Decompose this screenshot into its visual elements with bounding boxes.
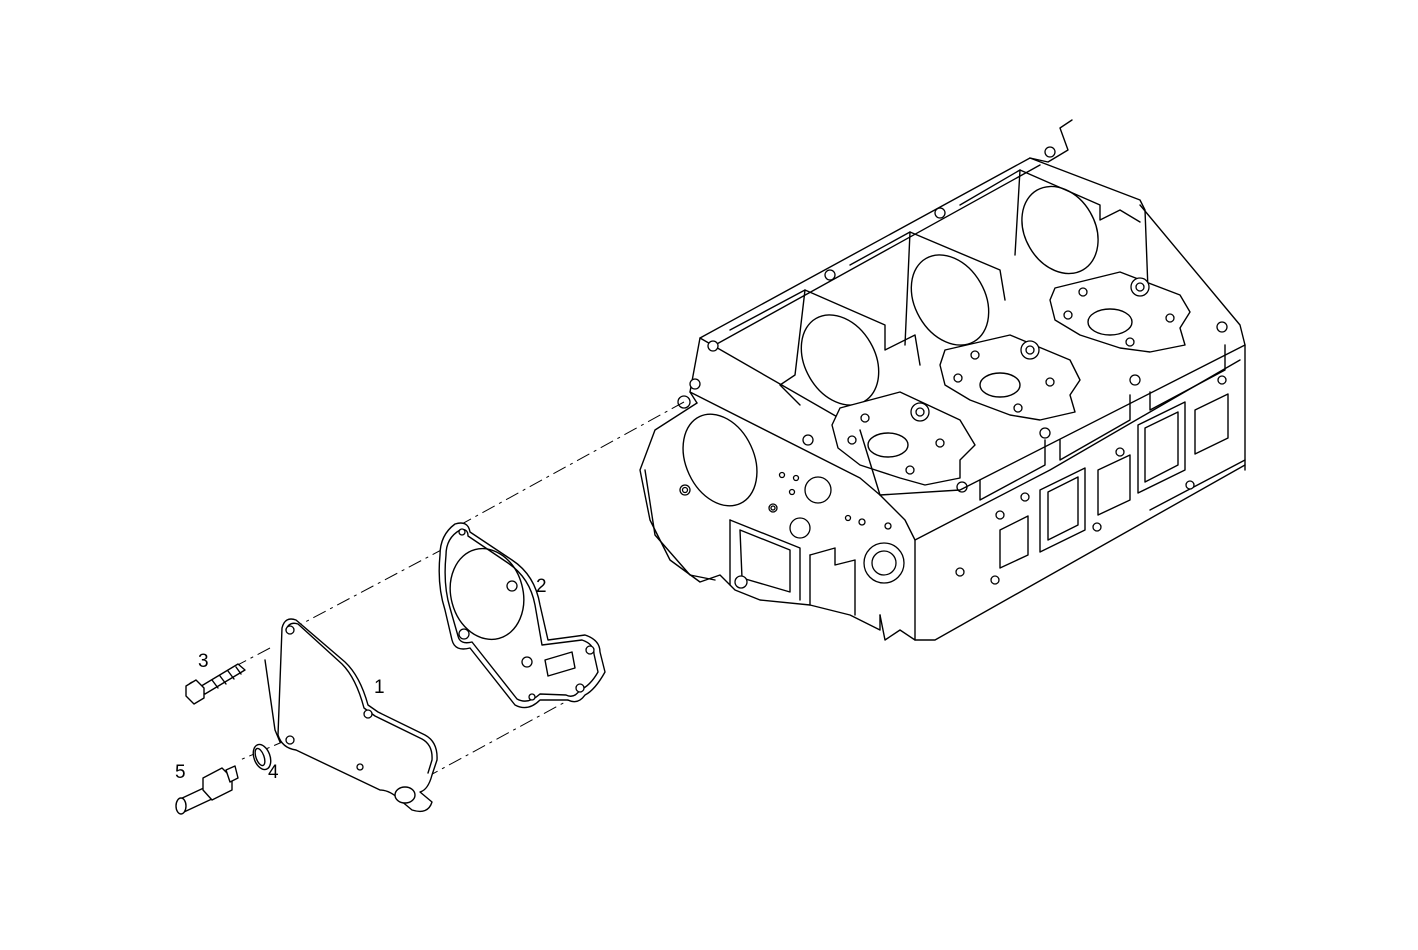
bolt — [185, 663, 246, 705]
flange-1-port — [867, 432, 909, 458]
seal-ring — [252, 743, 272, 771]
callout-2: 2 — [536, 576, 547, 597]
callout-1: 1 — [374, 677, 385, 698]
bore-2 — [910, 254, 990, 346]
gasket — [438, 522, 606, 709]
bore-3 — [1021, 185, 1099, 275]
cover-plate — [264, 618, 438, 813]
engine-block — [639, 119, 1246, 641]
front-bore — [682, 413, 758, 507]
union-fitting — [175, 765, 239, 815]
callout-4: 4 — [268, 762, 279, 783]
callout-3: 3 — [198, 651, 209, 672]
callout-5: 5 — [175, 762, 186, 783]
callouts: 1 2 3 4 5 — [175, 576, 547, 783]
